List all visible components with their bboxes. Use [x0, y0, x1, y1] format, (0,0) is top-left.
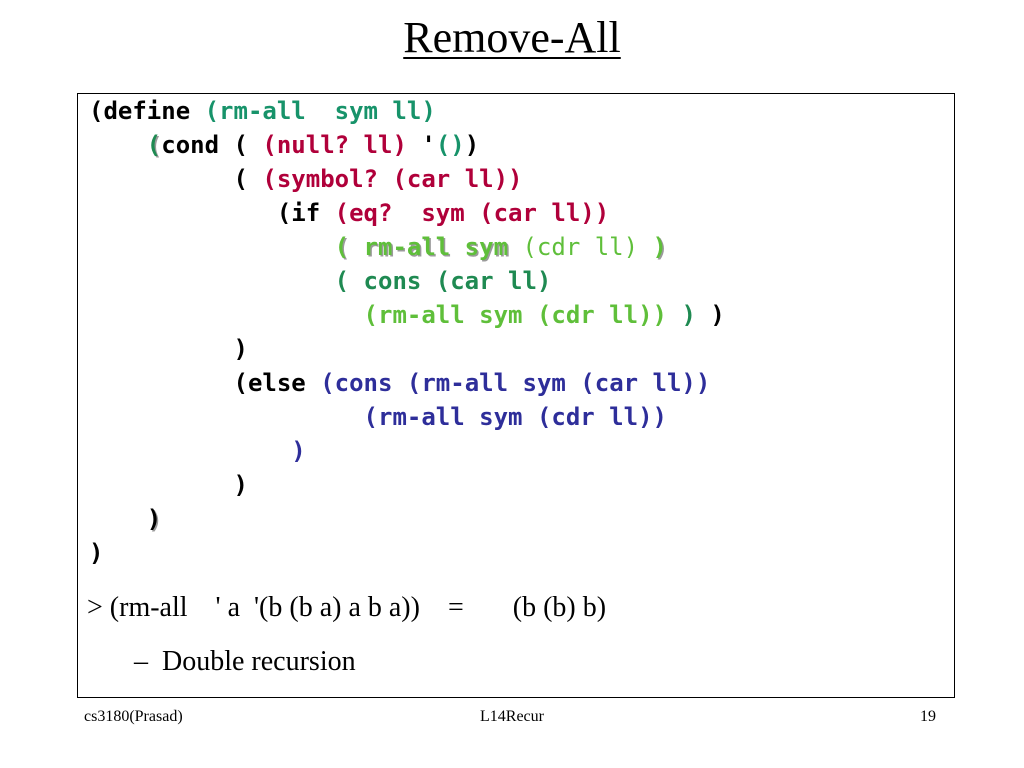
code-indent	[89, 403, 364, 431]
code-token: (eq? sym (car ll))	[334, 199, 610, 227]
code-token: )	[681, 301, 711, 329]
code-indent	[89, 165, 234, 193]
code-line: ( cons (car ll)	[89, 264, 725, 298]
code-token: ( rm-all sym	[334, 233, 509, 261]
code-token: (define	[89, 97, 205, 125]
code-token: (rm-all sym (cdr ll))	[363, 301, 682, 329]
code-token: (cons (rm-all sym (car ll))	[320, 369, 711, 397]
code-line: (rm-all sym (cdr ll))	[89, 400, 725, 434]
content-box: (define (rm-all sym ll) (cond ( (null? l…	[77, 93, 955, 698]
code-line: )	[89, 434, 725, 468]
footer-page-number: 19	[920, 708, 936, 725]
bullet-item: – Double recursion	[134, 644, 356, 680]
code-token: (null? ll)	[262, 131, 422, 159]
bullet-text: Double recursion	[162, 646, 356, 677]
code-token: (if	[276, 199, 335, 227]
code-indent	[89, 369, 234, 397]
code-token: (cdr ll)	[508, 233, 653, 261]
code-indent	[89, 267, 335, 295]
code-line: ( rm-all sym (cdr ll) )	[89, 230, 725, 264]
code-token: )	[146, 505, 162, 533]
code-line: (else (cons (rm-all sym (car ll))	[89, 366, 725, 400]
footer-course: cs3180(Prasad)	[84, 708, 183, 725]
code-token: (else	[233, 369, 321, 397]
code-line: (cond ( (null? ll) '())	[89, 128, 725, 162]
code-token: (symbol? (car ll))	[262, 165, 523, 193]
code-token: )	[89, 539, 104, 567]
code-token: (	[233, 165, 263, 193]
code-line: )	[89, 468, 725, 502]
code-token: )	[652, 233, 667, 261]
code-indent	[89, 437, 291, 465]
code-indent	[89, 471, 234, 499]
code-line: )	[89, 502, 725, 536]
code-indent	[89, 335, 234, 363]
code-token: )	[291, 437, 306, 465]
code-token: )	[710, 301, 725, 329]
code-token: (	[146, 131, 162, 159]
code-line: )	[89, 536, 725, 570]
code-line: (define (rm-all sym ll)	[89, 94, 725, 128]
bullet-dash: –	[134, 646, 148, 677]
code-indent	[89, 199, 277, 227]
code-token: ()	[435, 131, 465, 159]
code-indent	[89, 131, 147, 159]
code-token: (rm-all sym (cdr ll))	[363, 403, 667, 431]
code-line: )	[89, 332, 725, 366]
code-indent	[89, 233, 335, 261]
code-line: ( (symbol? (car ll))	[89, 162, 725, 196]
code-token: )	[464, 131, 480, 159]
code-block: (define (rm-all sym ll) (cond ( (null? l…	[89, 94, 725, 570]
code-token: cond (	[161, 131, 263, 159]
code-token: ( cons (car ll)	[334, 267, 552, 295]
code-line: (if (eq? sym (car ll))	[89, 196, 725, 230]
code-token: (rm-all sym ll)	[204, 97, 436, 125]
code-token: '	[421, 131, 436, 159]
code-indent	[89, 301, 364, 329]
footer-lecture: L14Recur	[480, 708, 544, 725]
code-token: )	[233, 471, 248, 499]
code-indent	[89, 505, 147, 533]
console-example: > (rm-all ' a '(b (b a) a b a)) = (b (b)…	[87, 592, 607, 623]
slide-title: Remove-All	[403, 13, 621, 62]
code-line: (rm-all sym (cdr ll)) ) )	[89, 298, 725, 332]
code-token: )	[233, 335, 248, 363]
